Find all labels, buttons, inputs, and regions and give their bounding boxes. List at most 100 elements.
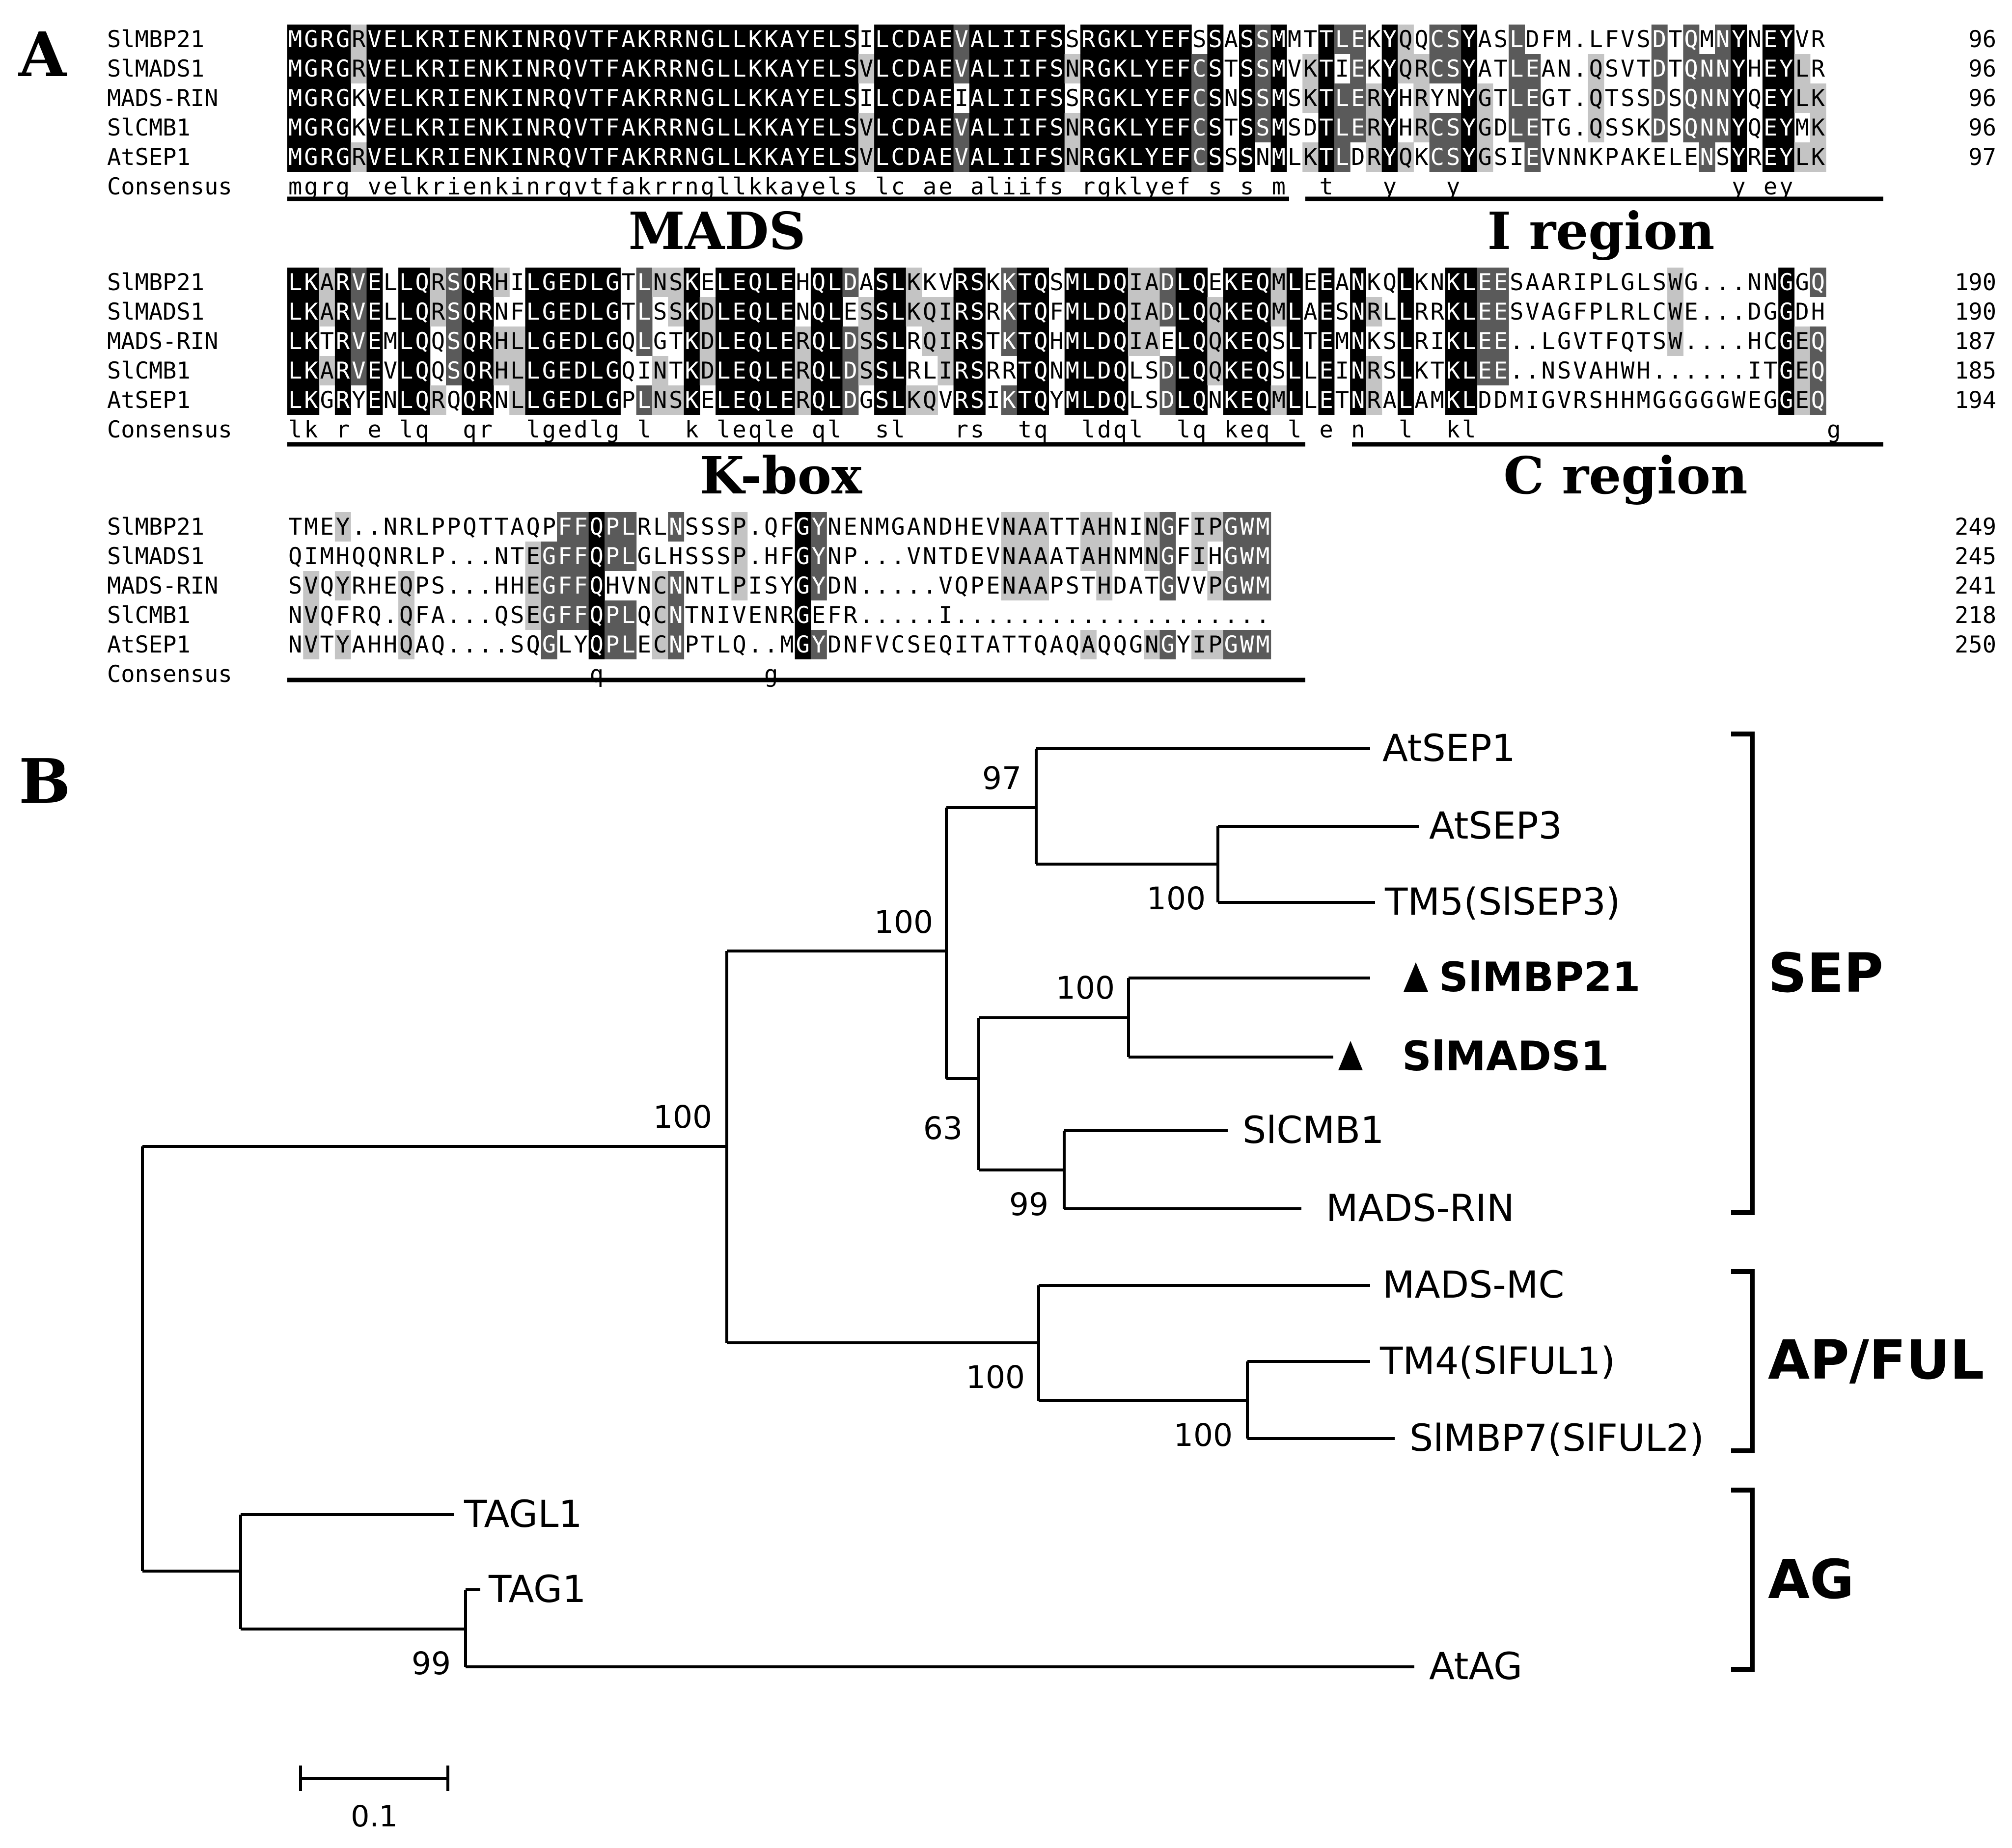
clade-bracket-sep (1731, 732, 1755, 1215)
residue: E (1764, 26, 1777, 53)
residue: L (590, 299, 604, 326)
residue: K (352, 114, 366, 141)
residue: N (1002, 572, 1016, 599)
residue: G (304, 55, 318, 82)
residue: Q (463, 357, 476, 384)
residue: K (764, 26, 778, 53)
consensus-residue: y (796, 173, 810, 200)
residue-shade (287, 25, 303, 54)
residue: A (970, 144, 984, 171)
residue: L (1399, 328, 1412, 355)
residue: T (590, 114, 604, 141)
residue: N (1700, 114, 1714, 141)
residue-shade (477, 25, 494, 54)
residue: G (304, 114, 318, 141)
residue: V (955, 55, 968, 82)
residue: G (1779, 357, 1793, 384)
residue: K (637, 55, 652, 82)
residue: G (1097, 144, 1111, 171)
residue: Y (1383, 85, 1397, 112)
residue: E (558, 357, 572, 384)
residue: A (1034, 572, 1047, 599)
consensus-residue: r (653, 173, 667, 200)
residue: L (1399, 387, 1412, 414)
residue-shade (446, 83, 462, 113)
clade-bracket-ag (1731, 1488, 1755, 1672)
residue: F (558, 514, 572, 541)
residue: A (1335, 269, 1349, 296)
consensus-residue: q (1192, 416, 1206, 443)
residue: E (1525, 85, 1539, 112)
consensus-residue: l (827, 173, 841, 200)
residue: M (1256, 514, 1269, 541)
residue-shade (557, 25, 573, 54)
residue-shade (668, 54, 685, 83)
residue: R (1367, 299, 1381, 326)
residue: M (1129, 543, 1143, 570)
residue: T (1589, 328, 1603, 355)
residue: A (320, 269, 334, 296)
residue: R (1811, 26, 1825, 53)
residue: G (1653, 387, 1666, 414)
residue: N (1716, 26, 1730, 53)
residue: V (574, 144, 587, 171)
residue-shade (509, 25, 526, 54)
residue: T (1066, 543, 1079, 570)
residue: L (717, 55, 730, 82)
residue: I (637, 357, 651, 384)
residue: N (637, 572, 651, 599)
consensus-residue: g (542, 416, 556, 443)
residue: L (384, 269, 397, 296)
residue: Q (1034, 269, 1047, 296)
region-label-c-region: C region (1503, 445, 1747, 506)
residue: Q (431, 357, 445, 384)
residue: E (367, 357, 381, 384)
residue: N (685, 572, 699, 599)
residue: R (542, 114, 556, 141)
residue: T (669, 357, 683, 384)
residue-shade (620, 113, 637, 142)
residue: F (574, 514, 587, 541)
residue: I (955, 85, 968, 112)
residue: A (1034, 543, 1047, 570)
residue: Q (526, 631, 540, 658)
residue: L (1129, 357, 1143, 384)
residue: L (1510, 114, 1523, 141)
residue-shade (541, 113, 557, 142)
residue: T (1668, 26, 1682, 53)
residue-shade (493, 142, 510, 172)
residue: R (1414, 85, 1429, 112)
residue: N (827, 543, 841, 570)
highlight-triangle-icon (1404, 962, 1428, 992)
residue: E (812, 85, 826, 112)
residue: Y (796, 55, 810, 82)
residue: G (796, 631, 810, 658)
residue: D (907, 55, 921, 82)
residue: T (1303, 26, 1317, 53)
residue: K (637, 85, 652, 112)
residue-shade (557, 83, 573, 113)
residue: I (1018, 55, 1032, 82)
residue: F (1177, 543, 1190, 570)
sequence-name: MADS-RIN (107, 328, 218, 355)
residue: H (1636, 357, 1650, 384)
residue: A (1049, 543, 1063, 570)
residue: Q (1113, 387, 1127, 414)
residue: H (764, 543, 778, 570)
residue: S (701, 543, 715, 570)
residue-count: 187 (1955, 328, 1996, 355)
residue: T (510, 543, 524, 570)
residue: N (526, 55, 540, 82)
residue: Y (1732, 55, 1745, 82)
residue: N (1700, 55, 1714, 82)
residue: V (574, 85, 587, 112)
residue: L (1129, 144, 1143, 171)
residue: A (1081, 514, 1095, 541)
residue: C (1653, 299, 1666, 326)
residue: R (986, 357, 1000, 384)
residue: L (764, 299, 778, 326)
residue: R (1367, 114, 1381, 141)
residue: T (1224, 114, 1238, 141)
residue-shade (588, 25, 605, 54)
residue-shade (652, 83, 668, 113)
